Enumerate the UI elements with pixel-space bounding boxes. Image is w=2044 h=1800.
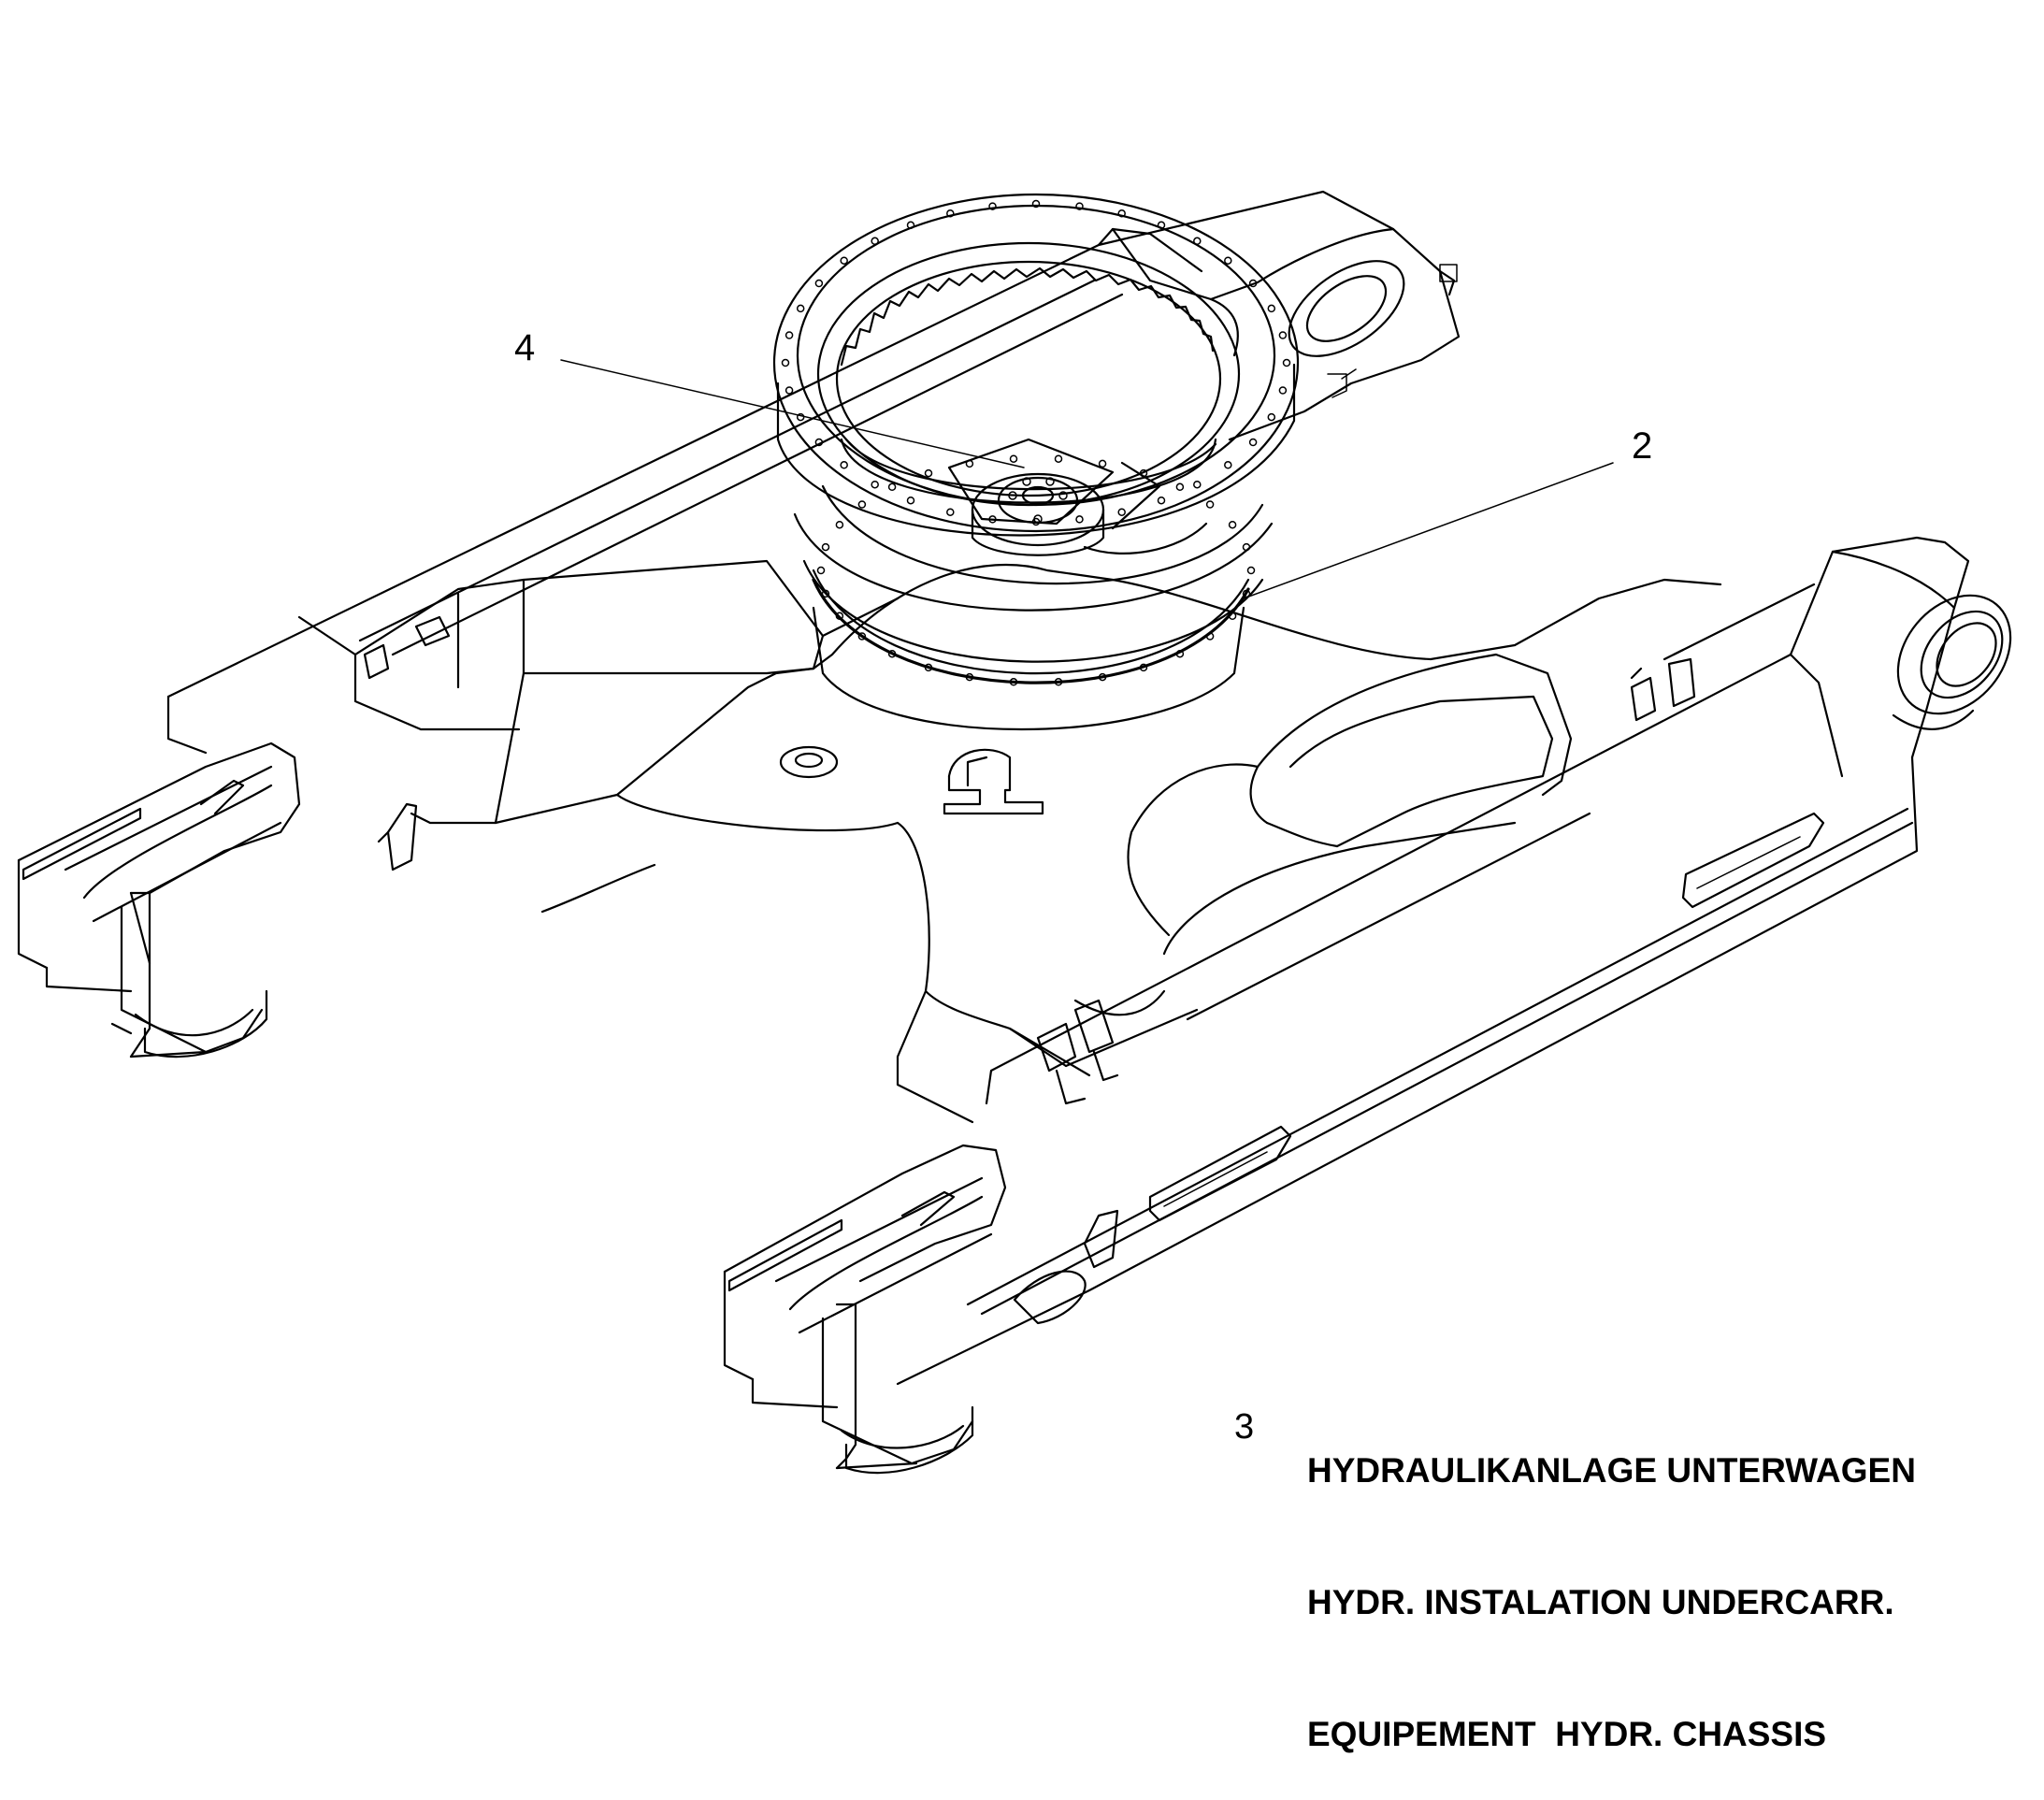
bolt-hole xyxy=(840,461,848,469)
bolt-hole xyxy=(1228,612,1237,621)
bolt-hole xyxy=(988,202,997,210)
leader-line-4 xyxy=(560,359,1025,468)
bolt-hole xyxy=(1075,515,1084,524)
bolt-hole xyxy=(1098,672,1107,682)
legend-figure-number: 3 xyxy=(1234,1407,1255,1447)
bolt-hole xyxy=(1157,496,1166,505)
bolt-hole xyxy=(816,566,826,575)
bolt-hole xyxy=(1139,468,1148,478)
front-pivot-boss xyxy=(1892,594,2012,730)
bolt-hole xyxy=(857,500,867,509)
legend-line-english: HYDR. INSTALATION UNDERCARR. xyxy=(1307,1583,1894,1621)
bolt-hole xyxy=(1175,649,1185,658)
undercarriage-drawing xyxy=(17,190,2012,1475)
bolt-hole xyxy=(887,649,897,658)
bolt-hole xyxy=(871,237,879,246)
bolt-hole xyxy=(1193,480,1202,489)
bolt-hole xyxy=(784,331,794,339)
bolt-hole xyxy=(1193,237,1202,246)
bolt-hole xyxy=(1205,632,1215,641)
bolt-hole xyxy=(814,279,824,288)
bolt-hole xyxy=(1205,500,1215,509)
bolt-hole xyxy=(946,508,955,516)
bolt-hole xyxy=(1157,221,1166,230)
bolt-hole xyxy=(1031,199,1041,209)
bolt-hole xyxy=(946,209,955,218)
bolt-hole xyxy=(821,542,830,552)
bolt-hole xyxy=(924,663,933,672)
bolt-hole xyxy=(924,468,933,478)
bolt-hole xyxy=(835,612,844,621)
legend-line-french: EQUIPEMENT HYDR. CHASSIS xyxy=(1307,1715,1827,1753)
bolt-hole xyxy=(871,480,879,489)
bolt-hole xyxy=(1248,279,1258,288)
rear-pivot-boss xyxy=(1256,227,1458,398)
bolt-hole xyxy=(1054,454,1063,463)
leader-line-2 xyxy=(1243,462,1614,599)
bolt-hole xyxy=(1278,331,1288,339)
bolt-hole xyxy=(840,256,848,265)
bolt-hole xyxy=(857,632,867,641)
callout-4: 4 xyxy=(514,327,536,368)
legend-title-block: HYDRAULIKANLAGE UNTERWAGEN HYDR. INSTALA… xyxy=(1307,1361,1916,1800)
slewing-ring xyxy=(772,193,1300,730)
rotary-joint xyxy=(947,438,1208,556)
legend-line-german: HYDRAULIKANLAGE UNTERWAGEN xyxy=(1307,1451,1916,1490)
center-frame xyxy=(297,559,1722,1124)
ring-bolt-holes xyxy=(781,199,1291,686)
bolt-hole xyxy=(821,589,830,598)
front-beam xyxy=(896,536,1970,1386)
bolt-hole xyxy=(1228,520,1237,529)
bolt-hole xyxy=(784,386,794,395)
bolt-hole xyxy=(1224,256,1232,265)
bolt-hole xyxy=(1117,209,1126,218)
left-rear-track-end xyxy=(17,742,301,1058)
bolt-hole xyxy=(1098,459,1107,468)
bolt-hole xyxy=(965,459,974,468)
bolt-hole xyxy=(1267,412,1276,422)
bolt-hole xyxy=(906,221,915,230)
bolt-hole xyxy=(1282,358,1291,367)
bolt-hole xyxy=(835,520,844,529)
bolt-hole xyxy=(781,358,790,367)
bolt-hole xyxy=(1267,304,1276,313)
line-clamps xyxy=(377,802,1825,1325)
bolt-hole xyxy=(796,304,805,313)
bolt-hole xyxy=(1031,517,1041,526)
left-front-track-end xyxy=(723,1144,1007,1475)
center-hub-details xyxy=(779,745,1044,815)
bolt-hole xyxy=(814,438,824,447)
bolt-hole xyxy=(988,515,997,524)
bolt-hole xyxy=(1278,386,1288,395)
brackets xyxy=(363,615,1696,1105)
bolt-hole xyxy=(1117,508,1126,516)
bolt-hole xyxy=(1248,438,1258,447)
bolt-hole xyxy=(1242,542,1251,552)
bolt-hole xyxy=(1075,202,1084,210)
bolt-hole xyxy=(887,482,897,492)
bolt-hole xyxy=(1054,678,1063,686)
bolt-hole xyxy=(1009,454,1018,463)
rear-beam xyxy=(166,190,1461,755)
bolt-hole xyxy=(1009,678,1018,686)
callout-2: 2 xyxy=(1632,425,1653,467)
bolt-hole xyxy=(965,672,974,682)
bolt-hole xyxy=(1139,663,1148,672)
bolt-hole xyxy=(1246,566,1256,575)
bolt-hole xyxy=(1224,461,1232,469)
bolt-hole xyxy=(1175,482,1185,492)
bolt-hole xyxy=(906,496,915,505)
